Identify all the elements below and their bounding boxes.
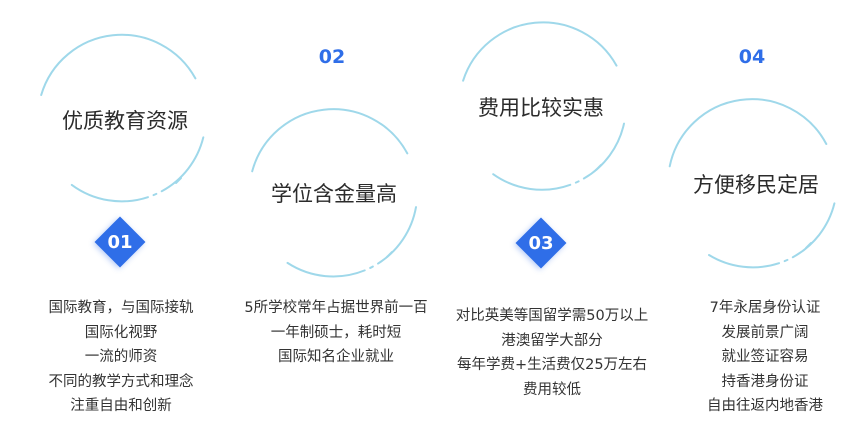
ring-4-arc-b — [708, 202, 836, 269]
card-4-number: 04 — [738, 46, 766, 68]
card-4-line: 持香港身份证 — [721, 373, 809, 390]
card-4-line: 7年永居身份认证 — [709, 300, 821, 316]
ring-4-tick — [805, 242, 812, 249]
card-3-line: 费用较低 — [522, 381, 581, 398]
card-1-number: 01 — [107, 231, 133, 253]
card-3-title: 费用比较实惠 — [478, 96, 604, 120]
card-1-number-badge: 01 — [94, 216, 146, 268]
card-4-title: 方便移民定居 — [693, 173, 819, 197]
card-3-line: 港澳留学大部分 — [501, 332, 603, 349]
ring-2-arc-a — [251, 108, 409, 173]
ring-2-arc-b — [286, 206, 417, 278]
ring-3-arc-a — [462, 21, 618, 82]
card-4-line: 发展前景广阔 — [721, 324, 809, 341]
card-2-line: 一年制硕士，耗时短 — [270, 324, 402, 341]
card-4-line: 自由往返内地香港 — [707, 398, 823, 414]
card-3-line: 每年学费+生活费仅25万左右 — [456, 357, 648, 373]
card-1-line: 一流的师资 — [84, 349, 158, 365]
card-2-number: 02 — [318, 46, 346, 68]
ring-2-tick — [386, 251, 393, 258]
card-1-line: 国际教育，与国际接轨 — [48, 300, 194, 316]
card-4-line: 就业签证容易 — [721, 349, 809, 365]
card-2-line: 5所学校常年占据世界前一百 — [244, 300, 428, 316]
card-3-number: 03 — [528, 232, 554, 254]
card-2-line: 国际知名企业就业 — [277, 349, 394, 365]
ring-1-arc-b — [70, 136, 205, 203]
card-1-description: 国际教育，与国际接轨 国际化视野 一流的师资 不同的教学方式和理念 注重自由和创… — [49, 296, 194, 419]
card-2-description: 5所学校常年占据世界前一百 一年制硕士，耗时短 国际知名企业就业 — [244, 296, 427, 370]
ring-3-tick — [595, 164, 602, 171]
ring-1-tick — [175, 177, 182, 184]
ring-1-arc-a — [40, 33, 197, 96]
card-4-description: 7年永居身份认证 发展前景广阔 就业签证容易 持香港身份证 自由往返内地香港 — [707, 296, 823, 419]
card-1-line: 国际化视野 — [84, 324, 158, 341]
card-3-line: 对比英美等国留学需50万以上 — [455, 308, 649, 324]
card-1-line: 不同的教学方式和理念 — [48, 373, 194, 390]
ring-3-arc-b — [492, 122, 625, 191]
card-3-number-badge: 03 — [515, 217, 567, 269]
card-3-description: 对比英美等国留学需50万以上 港澳留学大部分 每年学费+生活费仅25万左右 费用… — [456, 304, 648, 402]
ring-4-arc-a — [668, 98, 828, 168]
card-1-line: 注重自由和创新 — [70, 398, 172, 414]
card-1-title: 优质教育资源 — [62, 109, 188, 133]
card-2-title: 学位含金量高 — [271, 182, 397, 206]
